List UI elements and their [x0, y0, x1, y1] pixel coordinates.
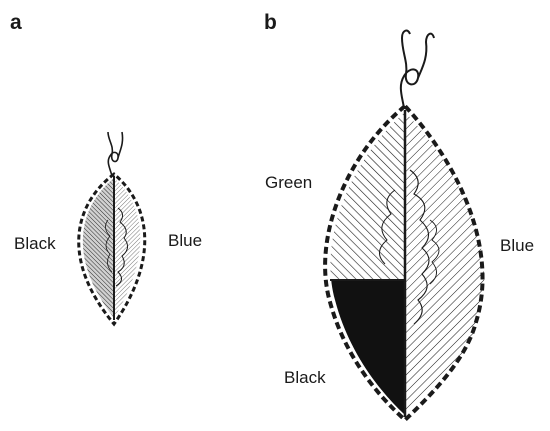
leaf-b-green-label: Green	[265, 174, 312, 191]
leaf-a-right-label: Blue	[168, 232, 202, 249]
panel-a-label: a	[10, 12, 22, 33]
large-leaf-specimen	[300, 31, 504, 430]
panel-b-label: b	[264, 12, 277, 33]
small-leaf-specimen	[79, 132, 145, 324]
leaf-b-blue-half	[404, 100, 504, 430]
leaf-b-black-label: Black	[284, 369, 326, 386]
leaf-b-stem-icon	[401, 31, 434, 108]
leaf-a-stem-icon	[108, 132, 123, 176]
leaf-a-left-label: Black	[14, 235, 56, 252]
leaf-b-blue-label: Blue	[500, 237, 534, 254]
